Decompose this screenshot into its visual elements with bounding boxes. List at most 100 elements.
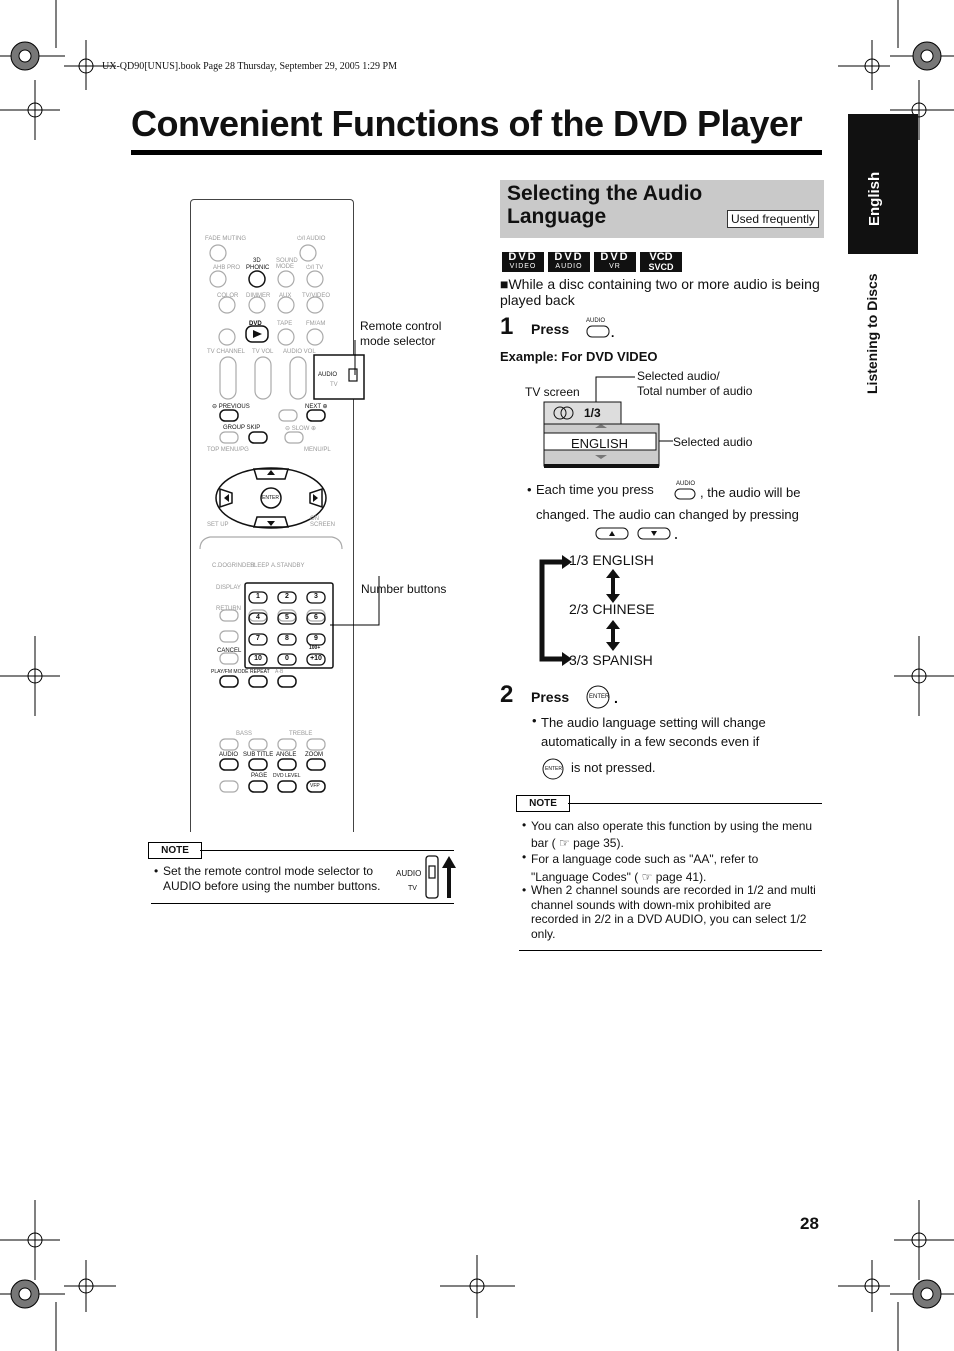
mode-switch-icon xyxy=(425,855,456,899)
num-button-100plus: 100+ xyxy=(309,645,321,651)
audio-button-icon: . xyxy=(586,325,614,339)
num-button-6: 6 xyxy=(314,614,318,621)
right-note-item-2: For a language code such as "AA", refer … xyxy=(531,852,759,884)
step2-number: 2 xyxy=(500,681,514,708)
left-note-switch-audio: AUDIO xyxy=(396,869,422,878)
remote-label-vfp: VFP xyxy=(310,783,320,789)
remote-label-repeat: REPEAT xyxy=(250,669,270,675)
remote-label-previous: ⊖ PREVIOUS xyxy=(212,404,250,410)
remote-label-fm-am: FM/AM xyxy=(306,321,326,327)
remote-label-set-up: SET UP xyxy=(207,522,229,528)
num-button-0: 0 xyxy=(285,655,289,662)
remote-label-play-fm-mode: PLAY/FM MODE xyxy=(211,669,249,675)
svg-text:.: . xyxy=(611,326,614,339)
page-number: 28 xyxy=(800,1214,819,1233)
num-button-1: 1 xyxy=(256,593,260,600)
tv-screen-label: TV screen xyxy=(525,385,580,399)
remote-label-dvd: DVD xyxy=(249,321,262,327)
step1-number: 1 xyxy=(500,313,514,340)
remote-label-dvd-level: DVD LEVEL xyxy=(273,773,301,779)
remote-label-tape: TAPE xyxy=(277,321,293,327)
remote-label-zoom: ZOOM xyxy=(305,752,323,758)
remote-label-dimmer: DIMMER xyxy=(246,293,271,299)
remote-label-fade-muting: FADE MUTING xyxy=(205,236,247,242)
num-button-9: 9 xyxy=(314,635,318,642)
remote-label-treble: TREBLE xyxy=(289,731,313,737)
remote-label-sleep: SLEEP xyxy=(250,563,270,569)
callout-mode-selector: Remote control mode selector xyxy=(360,319,442,348)
remote-label-a-standby: A.STANDBY xyxy=(271,563,305,569)
step1-bullet-a: Each time you press xyxy=(536,482,654,497)
step1-bullet-b: , the audio will be changed. The audio c… xyxy=(536,485,801,522)
language-tab-label: English xyxy=(866,171,883,226)
step1-example: Example: For DVD VIDEO xyxy=(500,349,658,364)
chapter-label: Listening to Discs xyxy=(864,273,880,394)
remote-label-tv-vol: TV VOL xyxy=(252,349,274,355)
left-note-label: NOTE xyxy=(148,842,202,859)
right-note-rule-top xyxy=(568,803,822,804)
num-button-2: 2 xyxy=(285,593,289,600)
remote-switch-tv: TV xyxy=(330,382,338,388)
remote-label-next: NEXT ⊕ xyxy=(305,404,328,410)
audio-button-icon-inline xyxy=(674,488,696,500)
callout-number-buttons: Number buttons xyxy=(361,582,447,596)
remote-switch-audio: AUDIO xyxy=(318,372,338,378)
cycle-item-3: 3/3 SPANISH xyxy=(569,652,653,668)
remote-label-a-b: A-B xyxy=(275,669,284,675)
cycle-item-1: 1/3 ENGLISH xyxy=(569,552,654,568)
step1-bullet-audio-label: AUDIO xyxy=(676,481,696,487)
cycle-item-2: 2/3 CHINESE xyxy=(569,601,655,617)
remote-label-bass: BASS xyxy=(236,731,253,737)
step2-enter-label: ENTER xyxy=(589,694,610,700)
remote-label-top-menu: TOP MENU/PG xyxy=(207,447,249,453)
remote-control-illustration xyxy=(190,199,354,832)
step1-press: Press xyxy=(531,321,570,337)
intro-text: ■While a disc containing two or more aud… xyxy=(500,276,820,308)
remote-label-return: RETURN xyxy=(216,606,241,612)
remote-label-tv-video: TV/VIDEO xyxy=(302,293,331,299)
section-heading: Selecting the Audio Language Used freque… xyxy=(500,180,824,238)
right-note-rule-bottom xyxy=(519,950,822,951)
left-note-switch-tv: TV xyxy=(408,885,417,892)
title-rule xyxy=(131,150,822,155)
num-button-5: 5 xyxy=(285,614,289,621)
left-note-text: Set the remote control mode selector to … xyxy=(163,864,381,893)
remote-label-audio-vol: AUDIO VOL xyxy=(283,349,316,355)
selected-count-label: Selected audio/ Total number of audio xyxy=(637,369,753,398)
used-frequently-badge: Used frequently xyxy=(727,210,820,228)
right-note-item-3: When 2 channel sounds are recorded in 1/… xyxy=(531,883,816,941)
osd-fraction: 1/3 xyxy=(584,406,601,420)
remote-label-page: PAGE xyxy=(251,773,268,779)
right-note-item-1: You can also operate this function by us… xyxy=(531,819,813,850)
remote-label-enter: ENTER xyxy=(262,495,279,501)
remote-label-subtitle: SUB TITLE xyxy=(243,752,274,758)
selected-audio-label: Selected audio xyxy=(673,435,753,449)
step2-enter-label-inline: ENTER xyxy=(545,766,562,772)
section-heading-text: Selecting the Audio Language xyxy=(507,182,703,228)
remote-label-group-skip: GROUP SKIP xyxy=(223,425,261,431)
remote-label-on-screen: ON SCREEN xyxy=(310,516,336,528)
cycle-arrows xyxy=(539,555,620,666)
remote-label-3d: 3D xyxy=(253,258,261,264)
num-button-plus10: +10 xyxy=(310,655,322,662)
remote-label-aux: AUX xyxy=(279,293,292,299)
up-down-buttons-icon xyxy=(595,527,677,540)
remote-label-sound-mode: SOUND MODE xyxy=(276,258,298,270)
num-button-8: 8 xyxy=(285,635,289,642)
remote-label-slow: ⊖ SLOW ⊕ xyxy=(285,426,317,432)
remote-label-menu-pl: MENU/PL xyxy=(304,447,331,453)
remote-label-angle: ANGLE xyxy=(276,752,297,758)
remote-label-tv-power: ⏻/I TV xyxy=(306,265,324,271)
remote-label-audio: AUDIO xyxy=(219,752,239,758)
remote-label-color: COLOR xyxy=(217,293,239,299)
num-button-7: 7 xyxy=(256,635,260,642)
enter-button-icon-inline xyxy=(542,758,564,780)
num-button-3: 3 xyxy=(314,593,318,600)
step1-audio-button-label: AUDIO xyxy=(586,318,606,324)
remote-label-cancel: CANCEL xyxy=(217,648,242,654)
remote-label-audio-power: ⏻/I AUDIO xyxy=(297,236,326,242)
remote-label-phonic: PHONIC xyxy=(246,265,270,271)
